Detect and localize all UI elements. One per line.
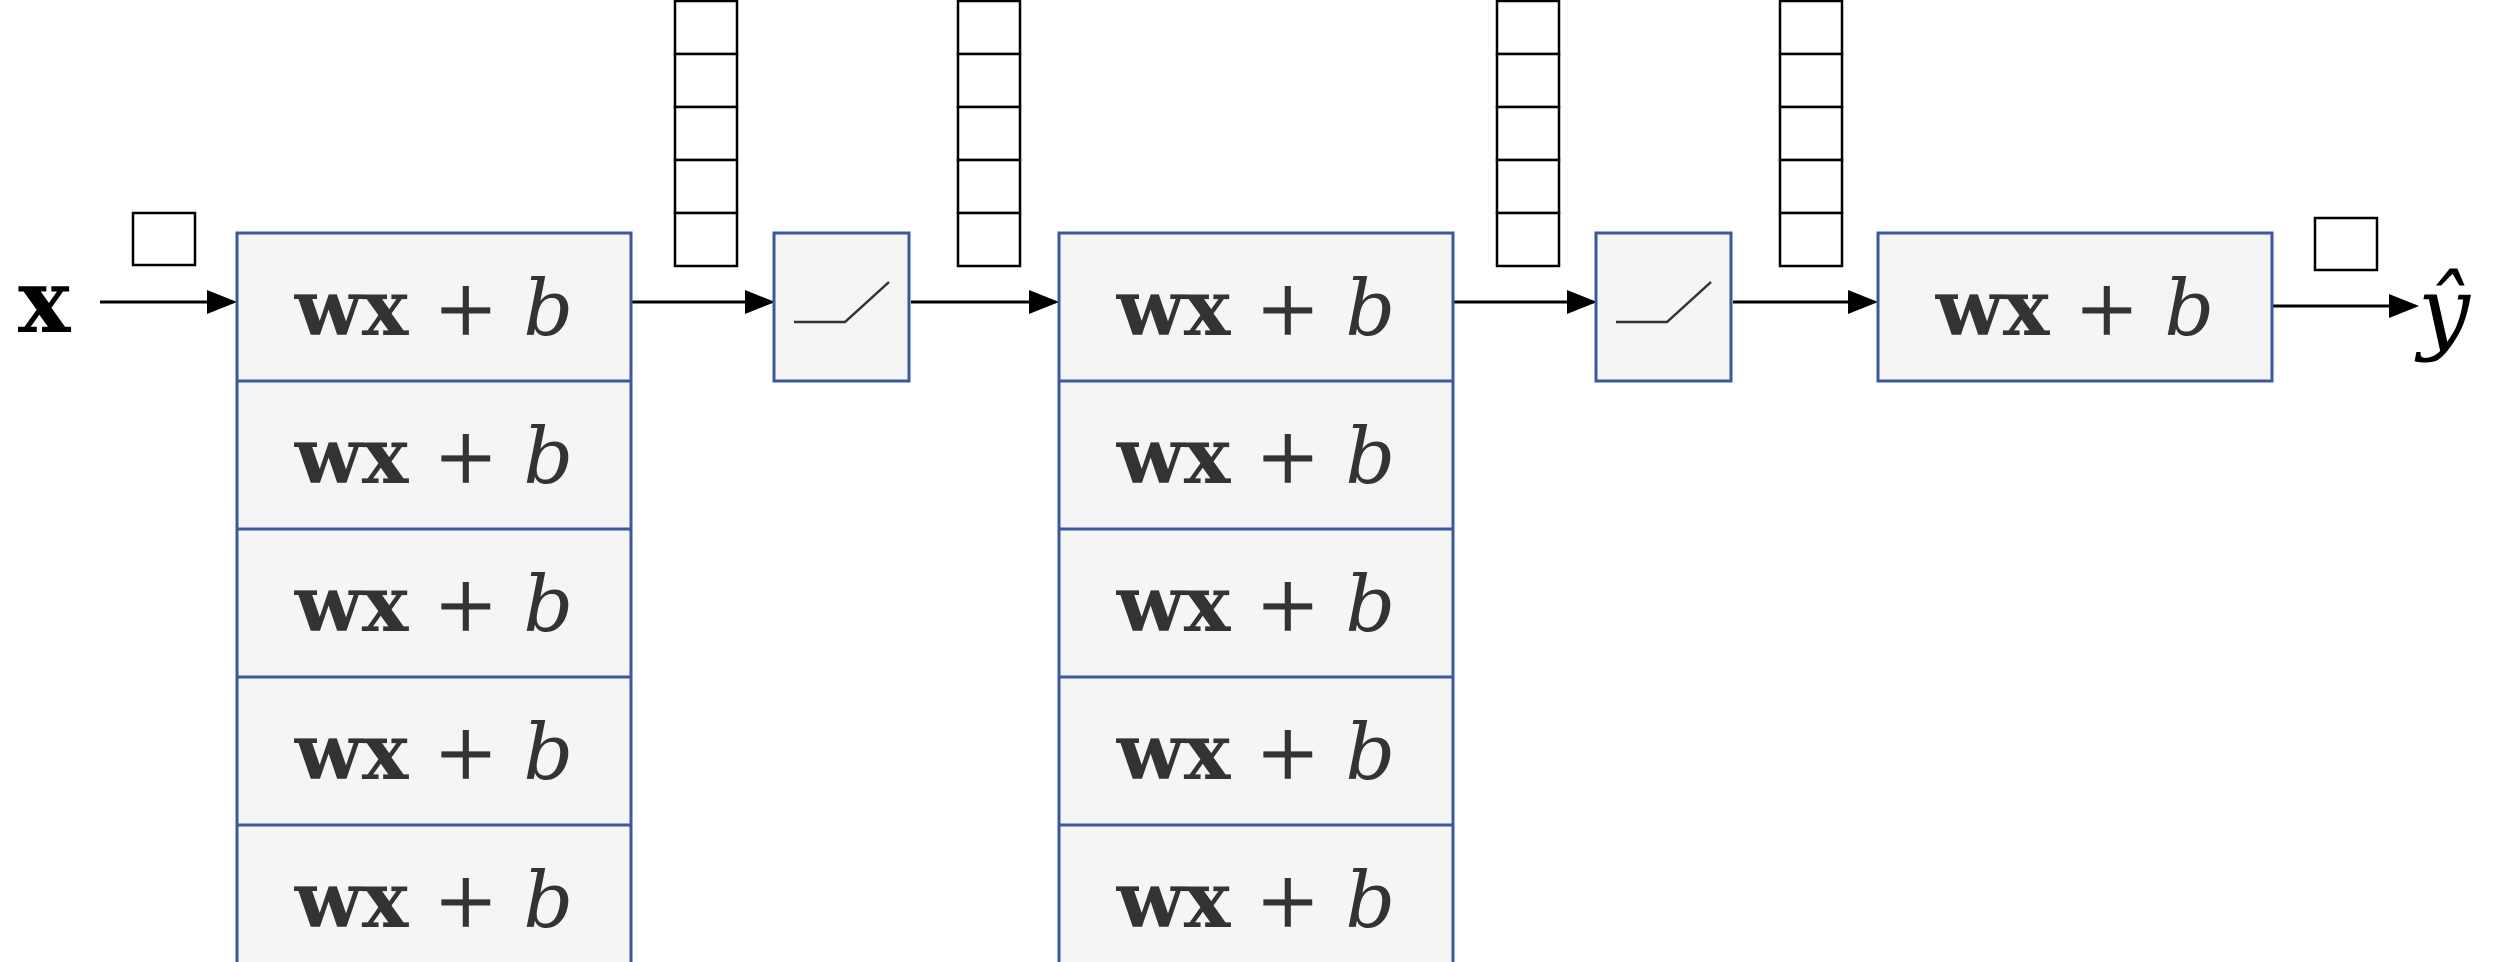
- neuron-cell: wx + b: [1876, 231, 2274, 383]
- neuron-equation: wx + b: [294, 411, 574, 502]
- scalar-indicator: [2313, 216, 2379, 272]
- neuron-equation: wx + b: [1116, 263, 1396, 354]
- vector-element: [2313, 216, 2379, 272]
- neuron-cell: wx + b: [235, 231, 633, 383]
- vector-element: [131, 211, 197, 267]
- vector-element: [673, 211, 739, 268]
- vector-element: [1495, 211, 1561, 268]
- neuron-equation: wx + b: [294, 707, 574, 798]
- relu-icon: [1616, 281, 1712, 324]
- neuron-cell: wx + b: [235, 527, 633, 679]
- connections: [100, 290, 2419, 318]
- vector-element: [1778, 52, 1844, 109]
- vector-indicator: [956, 0, 1022, 268]
- vector-element: [956, 0, 1022, 56]
- vector-element: [956, 211, 1022, 268]
- neuron-equation: wx + b: [1116, 855, 1396, 946]
- vector-element: [1495, 105, 1561, 162]
- vector-element: [956, 158, 1022, 215]
- vector-indicator: [673, 0, 739, 268]
- output-symbol: ŷ: [2414, 257, 2471, 364]
- vector-element: [673, 52, 739, 109]
- vector-element: [1778, 211, 1844, 268]
- neuron-equation: wx + b: [294, 559, 574, 650]
- scalar-indicator: [131, 211, 197, 267]
- vector-element: [1778, 105, 1844, 162]
- vector-element: [673, 158, 739, 215]
- vector-indicator: [1778, 0, 1844, 268]
- relu-activation-2: [1594, 231, 1733, 383]
- vector-element: [956, 105, 1022, 162]
- neuron-cell: wx + b: [235, 379, 633, 531]
- neuron-equation: wx + b: [294, 263, 574, 354]
- neuron-equation: wx + b: [1116, 559, 1396, 650]
- neuron-cell: wx + b: [235, 823, 633, 962]
- vector-element: [673, 0, 739, 56]
- neuron-cell: wx + b: [1057, 379, 1455, 531]
- vector-element: [1495, 0, 1561, 56]
- relu-icon: [794, 281, 890, 324]
- neuron-equation: wx + b: [1935, 263, 2215, 354]
- vector-element: [1778, 158, 1844, 215]
- neuron-cell: wx + b: [235, 675, 633, 827]
- vector-element: [673, 105, 739, 162]
- linear-layer-1: wx + b wx + b wx + b wx + b wx + b: [235, 231, 633, 962]
- neuron-equation: wx + b: [294, 855, 574, 946]
- neuron-cell: wx + b: [1057, 823, 1455, 962]
- neuron-equation: wx + b: [1116, 707, 1396, 798]
- vector-indicator: [1495, 0, 1561, 268]
- relu-activation-1: [772, 231, 911, 383]
- neuron-cell: wx + b: [1057, 231, 1455, 383]
- neuron-cell: wx + b: [1057, 527, 1455, 679]
- vector-element: [1495, 158, 1561, 215]
- neuron-cell: wx + b: [1057, 675, 1455, 827]
- input-symbol: x: [18, 249, 72, 353]
- vector-element: [1495, 52, 1561, 109]
- vector-element: [956, 52, 1022, 109]
- linear-layer-3: wx + b: [1876, 231, 2274, 383]
- activation-vectors: [131, 0, 2379, 272]
- linear-layer-2: wx + b wx + b wx + b wx + b wx + b: [1057, 231, 1455, 962]
- neuron-equation: wx + b: [1116, 411, 1396, 502]
- vector-element: [1778, 0, 1844, 56]
